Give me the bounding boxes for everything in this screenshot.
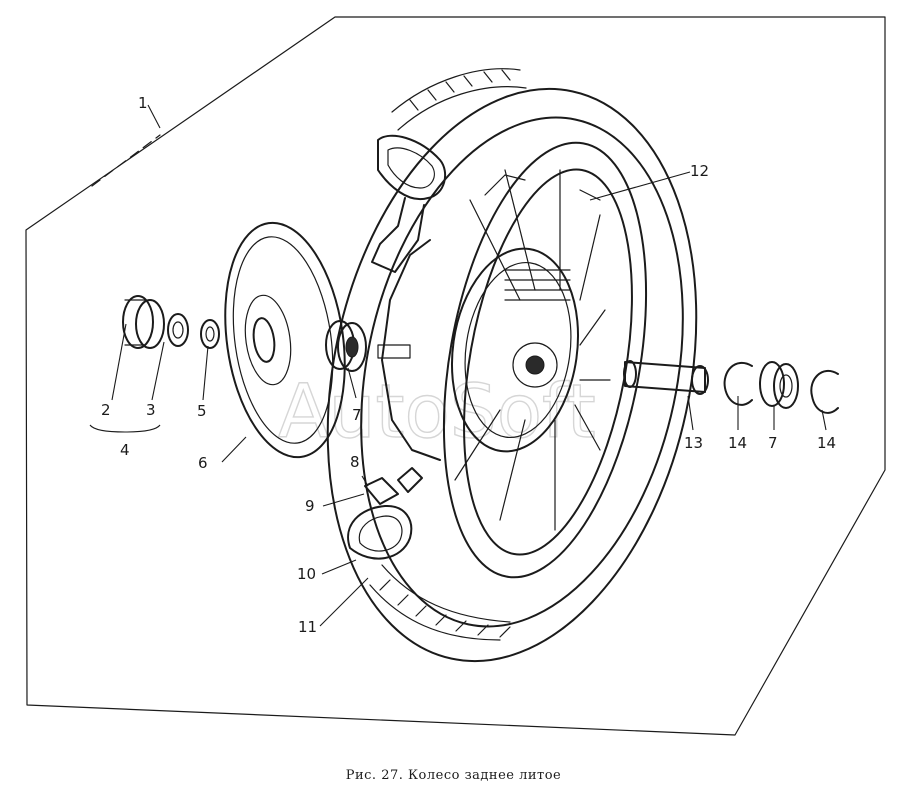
callout-4: 4: [120, 441, 130, 459]
callout-11: 11: [298, 618, 317, 636]
callout-12: 12: [690, 162, 709, 180]
callout-3: 3: [146, 401, 156, 419]
circlip-right-1: [723, 361, 753, 406]
tyre-tread: [369, 68, 527, 641]
tyre-section-top: [371, 134, 447, 273]
callout-14-a: 14: [728, 434, 747, 452]
tyre: [326, 68, 698, 663]
nut-2: [122, 295, 165, 349]
callout-7-right: 7: [768, 434, 778, 452]
figure-caption: Рис. 27. Колесо заднее литое: [345, 768, 562, 783]
bearing-right: [759, 361, 799, 409]
callout-2: 2: [101, 401, 111, 419]
dust-cover: [224, 221, 346, 459]
callout-13: 13: [684, 434, 703, 452]
valve-parts: [364, 467, 423, 505]
circlip-right-2: [810, 369, 839, 414]
callout-1: 1: [138, 94, 148, 112]
callout-10: 10: [297, 565, 316, 583]
callout-labels: 1 2 3 4 5 6 7 8 9 10 11 12 13 14 7 14: [101, 94, 836, 636]
washer-3: [167, 313, 189, 347]
bushing-5: [200, 319, 220, 349]
callout-7-left: 7: [352, 406, 362, 424]
callout-6: 6: [198, 454, 208, 472]
tyre-section-bottom: [347, 504, 413, 560]
leader-lines: [89, 104, 827, 627]
axle: [623, 360, 709, 395]
assembly-frame: [25, 16, 886, 736]
callout-8: 8: [350, 453, 360, 471]
callout-14-b: 14: [817, 434, 836, 452]
callout-9: 9: [305, 497, 315, 515]
callout-5: 5: [197, 402, 207, 420]
hub-drum: [377, 239, 580, 461]
